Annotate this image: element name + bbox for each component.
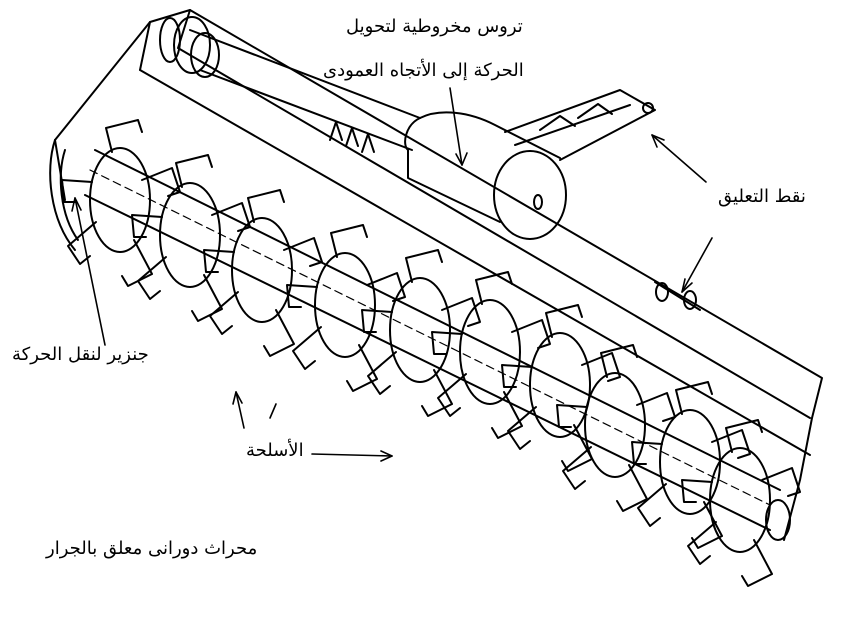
tine-blade bbox=[761, 467, 801, 497]
tine-group bbox=[431, 271, 551, 439]
tine-blade bbox=[475, 271, 513, 305]
tine-blade bbox=[600, 344, 638, 378]
top-shaft bbox=[159, 16, 421, 151]
blades-label: الأسلحة bbox=[246, 440, 304, 461]
gears-label-line2: الحركة إلى الأتجاه العمودى bbox=[323, 60, 524, 81]
tine-blade bbox=[562, 446, 592, 490]
tine-group bbox=[631, 381, 751, 549]
housing bbox=[49, 9, 823, 541]
tine-blade bbox=[491, 391, 523, 439]
tine-blade bbox=[741, 539, 773, 587]
tine-blade bbox=[263, 309, 295, 357]
tine-blade bbox=[441, 297, 481, 327]
tine-blade bbox=[283, 237, 323, 267]
tine-blade bbox=[209, 291, 239, 335]
tine-blade bbox=[556, 404, 588, 428]
pointer-arrows bbox=[71, 87, 713, 462]
tine-blade bbox=[286, 284, 318, 308]
tine-blade bbox=[675, 381, 713, 415]
rotor-flange bbox=[459, 299, 521, 405]
tine-blade bbox=[367, 351, 397, 395]
tine-blade bbox=[421, 369, 453, 417]
tine-blade bbox=[501, 364, 533, 388]
tine-blade bbox=[507, 406, 537, 450]
tine-blade bbox=[131, 214, 163, 238]
tine-blade bbox=[105, 119, 143, 153]
rotor-flange bbox=[389, 277, 451, 383]
rotor-flange bbox=[89, 147, 151, 253]
tine-blade bbox=[175, 154, 213, 188]
tine-blade bbox=[366, 272, 406, 302]
tine-blade bbox=[405, 249, 443, 283]
hitch-arms bbox=[504, 89, 701, 311]
tine-blade bbox=[191, 274, 223, 322]
tine-blade bbox=[137, 256, 167, 300]
tine-blade bbox=[361, 309, 393, 333]
rotor-flange bbox=[314, 252, 376, 358]
tine-blade bbox=[631, 441, 663, 465]
rotor-tine-groups bbox=[61, 119, 801, 587]
tine-group bbox=[361, 249, 481, 417]
tine-blade bbox=[581, 352, 621, 382]
tine-blade bbox=[292, 326, 322, 370]
tine-blade bbox=[330, 224, 368, 258]
gearbox bbox=[329, 111, 567, 240]
tine-blade bbox=[561, 424, 593, 472]
tine-blade bbox=[437, 373, 467, 417]
rotor-flange bbox=[584, 372, 646, 478]
tine-blade bbox=[637, 483, 667, 527]
gears-label-line1: تروس مخروطية لتحويل bbox=[346, 16, 523, 37]
tine-blade bbox=[725, 419, 763, 453]
tine-blade bbox=[636, 392, 676, 422]
tine-blade bbox=[61, 179, 93, 203]
tine-blade bbox=[616, 464, 648, 512]
tine-blade bbox=[203, 249, 235, 273]
tine-group bbox=[203, 189, 323, 357]
tine-blade bbox=[511, 319, 551, 349]
rotor-flange bbox=[529, 332, 591, 438]
tine-group bbox=[501, 304, 621, 472]
tine-blade bbox=[346, 344, 378, 392]
rotor-flange bbox=[231, 217, 293, 323]
figure-caption: محراث دورانى معلق بالجرار bbox=[46, 538, 258, 559]
tine-blade bbox=[247, 189, 285, 223]
tine-group bbox=[681, 419, 801, 587]
tine-blade bbox=[431, 331, 463, 355]
tine-group bbox=[286, 224, 406, 392]
tine-blade bbox=[687, 521, 717, 565]
chain-label: جنزير لنقل الحركة bbox=[12, 344, 149, 365]
tine-blade bbox=[691, 501, 723, 549]
tine-blade bbox=[681, 479, 713, 503]
tine-blade bbox=[121, 239, 153, 287]
rotor-flange bbox=[709, 447, 771, 553]
tine-blade bbox=[141, 167, 181, 197]
tine-group bbox=[556, 344, 676, 512]
hitch-points-label: نقط التعليق bbox=[718, 186, 806, 207]
rotor-flange bbox=[159, 182, 221, 288]
tine-blade bbox=[545, 304, 583, 338]
